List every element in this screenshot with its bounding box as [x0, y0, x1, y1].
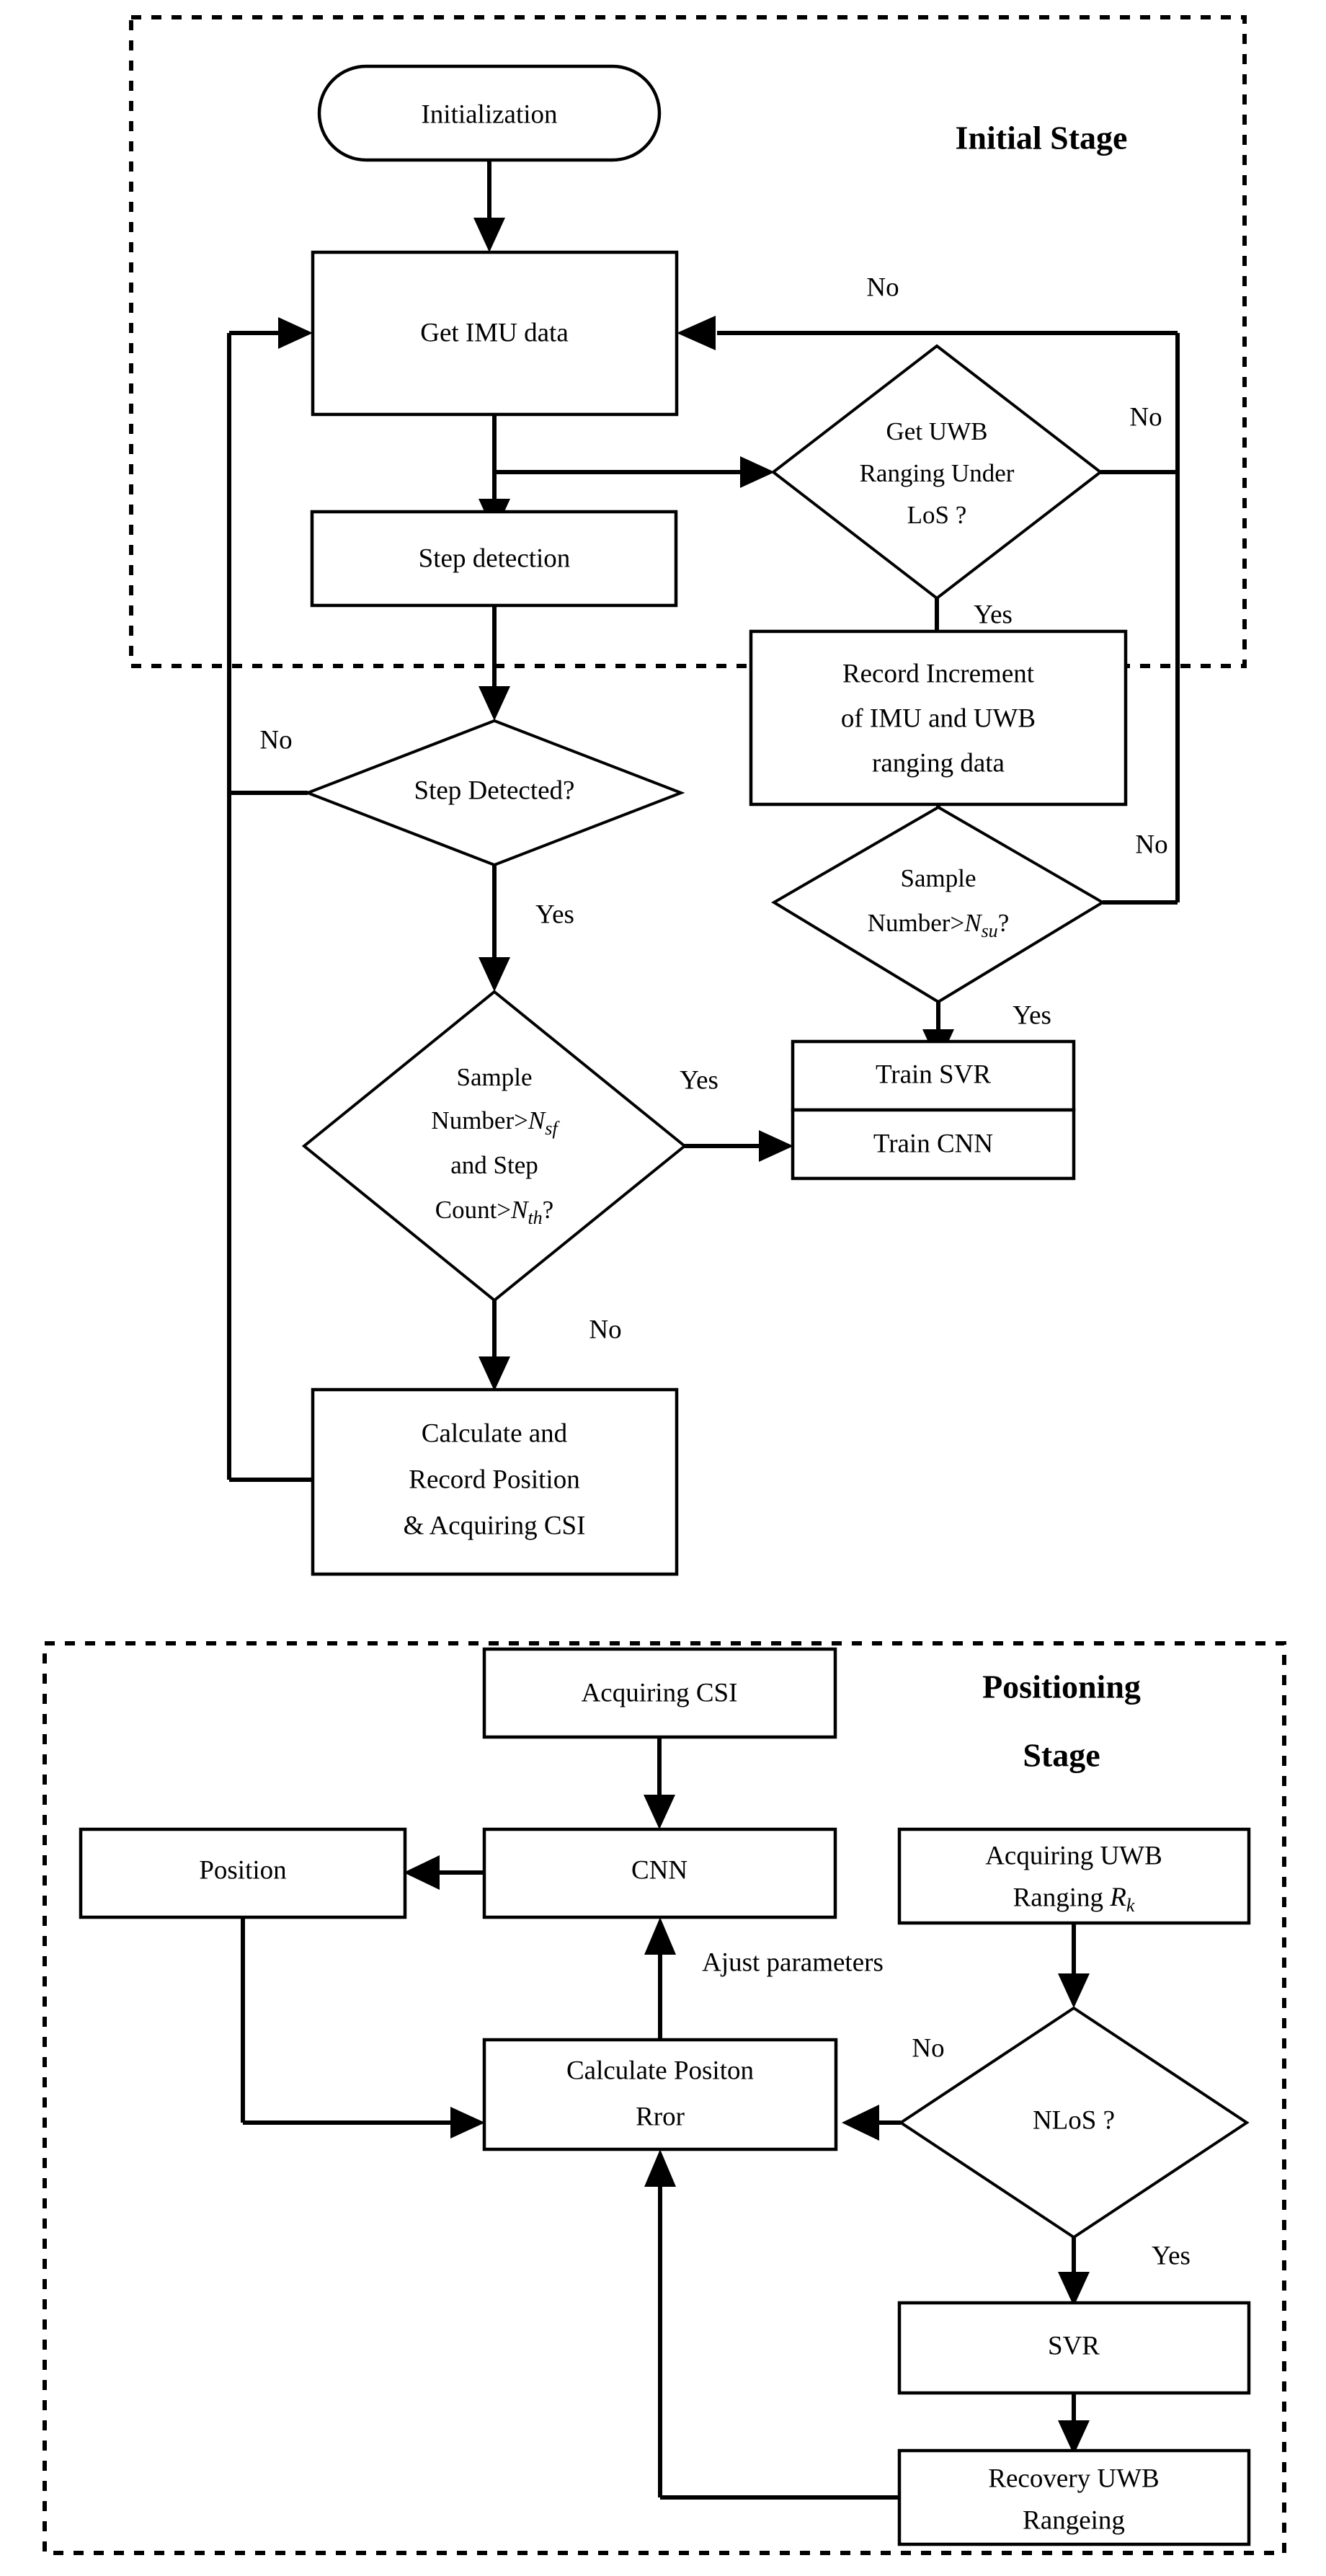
arrowhead-recovery-into-calcrror [644, 2149, 676, 2187]
edge-label-sample-nsf-no: No [589, 1315, 621, 1344]
node-sample-number-nsu [771, 805, 1105, 1004]
node-calc-line3: & Acquiring CSI [404, 1511, 586, 1540]
node-recovery-line2: Rangeing [1023, 2505, 1125, 2535]
arrowhead-acq-uwb-to-nlos [1058, 1973, 1090, 2008]
node-record-line2: of IMU and UWB [841, 703, 1036, 733]
node-acquiring-csi-label: Acquiring CSI [582, 1678, 738, 1707]
arrowhead-left-rail-into-imu [278, 317, 313, 349]
initial-stage-title: Initial Stage [956, 120, 1128, 156]
node-acquiring-uwb-ranging [897, 1827, 1251, 1925]
node-step-detection [310, 510, 678, 608]
arrowhead-stepdetected-yes [479, 957, 510, 992]
edge-label-nlos-yes: Yes [1152, 2241, 1191, 2270]
node-initialization-label: Initialization [421, 99, 557, 129]
node-uwblos-line3: LoS ? [907, 501, 967, 529]
initial-stage-panel-border [129, 15, 1247, 668]
arrowhead-stepdetect-to-stepdetected [479, 686, 510, 721]
arrowhead-nlos-no [842, 2105, 879, 2141]
arrowhead-uwblos-no-to-imu [677, 316, 716, 350]
node-step-detected-label: Step Detected? [414, 776, 575, 805]
positioning-stage-title-line1: Positioning [982, 1669, 1141, 1705]
node-sample-nsf-line1: Sample [457, 1063, 533, 1091]
node-svr [897, 2301, 1251, 2395]
node-record-line1: Record Increment [842, 659, 1035, 688]
node-record-line3: ranging data [872, 748, 1005, 778]
edge-label-imu-loop-no: No [866, 272, 899, 302]
arrowhead-sample-nsf-no [479, 1356, 510, 1391]
node-acquiring-csi [482, 1647, 837, 1739]
node-calc-rror-line1: Calculate Positon [566, 2056, 754, 2085]
arrowhead-init-to-imu [473, 218, 505, 252]
edge-label-samplensu-yes: Yes [1013, 1000, 1051, 1030]
arrowhead-sample-nsf-yes [759, 1130, 793, 1162]
node-svr-label: SVR [1048, 2331, 1100, 2360]
arrowhead-cnn-to-position [404, 1855, 440, 1890]
edge-label-uwblos-no: No [1129, 402, 1162, 432]
node-recovery-line1: Recovery UWB [988, 2464, 1159, 2493]
node-sample-nsf-step-nth [301, 990, 688, 1302]
node-uwblos-line1: Get UWB [886, 417, 988, 445]
arrowhead-imu-to-uwblos [740, 456, 775, 488]
node-calc-line2: Record Position [409, 1465, 579, 1494]
edge-label-sample-nsf-yes: Yes [680, 1065, 718, 1095]
edge-label-ajust-parameters: Ajust parameters [702, 1947, 884, 1977]
node-acq-uwb-line2: Ranging Rk [1013, 1883, 1135, 1915]
arrowhead-csi-to-cnn [644, 1795, 675, 1829]
node-record-increment [749, 629, 1128, 807]
node-calc-rror-line2: Rror [636, 2102, 685, 2131]
node-acq-uwb-line1: Acquiring UWB [985, 1841, 1162, 1870]
edge-label-step-detected-yes: Yes [535, 900, 574, 929]
node-train-svr-label: Train SVR [876, 1060, 991, 1089]
node-nlos-label: NLoS ? [1033, 2105, 1115, 2135]
arrowhead-position-into-calc [450, 2107, 485, 2138]
arrowhead-calcrror-to-cnn [644, 1917, 676, 1955]
positioning-stage-panel-border [43, 1641, 1286, 2555]
node-cnn-label: CNN [631, 1855, 688, 1885]
edge-imu-to-uwblos [492, 414, 755, 474]
edge-label-step-detected-no: No [259, 725, 292, 755]
node-train-cnn-label: Train CNN [873, 1129, 993, 1158]
arrowhead-nlos-yes [1058, 2272, 1090, 2306]
node-get-imu-data-label: Get IMU data [420, 318, 569, 347]
edge-label-nlos-no: No [912, 2033, 944, 2063]
node-uwblos-line2: Ranging Under [860, 459, 1015, 487]
node-samplensu-line1: Sample [901, 864, 976, 892]
arrowhead-svr-to-recovery [1058, 2420, 1090, 2455]
node-get-imu-data [311, 250, 679, 417]
node-train-cnn [791, 1108, 1076, 1181]
node-position [79, 1827, 407, 1919]
node-calculate-record-position [311, 1387, 679, 1576]
node-position-label: Position [199, 1855, 286, 1885]
node-sample-nsf-line3: and Step [450, 1151, 538, 1179]
node-train-svr [791, 1039, 1076, 1112]
node-calc-line1: Calculate and [422, 1418, 568, 1448]
edge-label-samplensu-no: No [1135, 830, 1167, 859]
node-sample-nsf-line2: Number>Nsf [431, 1106, 560, 1139]
positioning-stage-title-line2: Stage [1023, 1737, 1100, 1774]
edge-label-uwblos-yes: Yes [974, 600, 1013, 629]
node-step-detection-label: Step detection [419, 543, 571, 573]
node-cnn [482, 1827, 837, 1919]
